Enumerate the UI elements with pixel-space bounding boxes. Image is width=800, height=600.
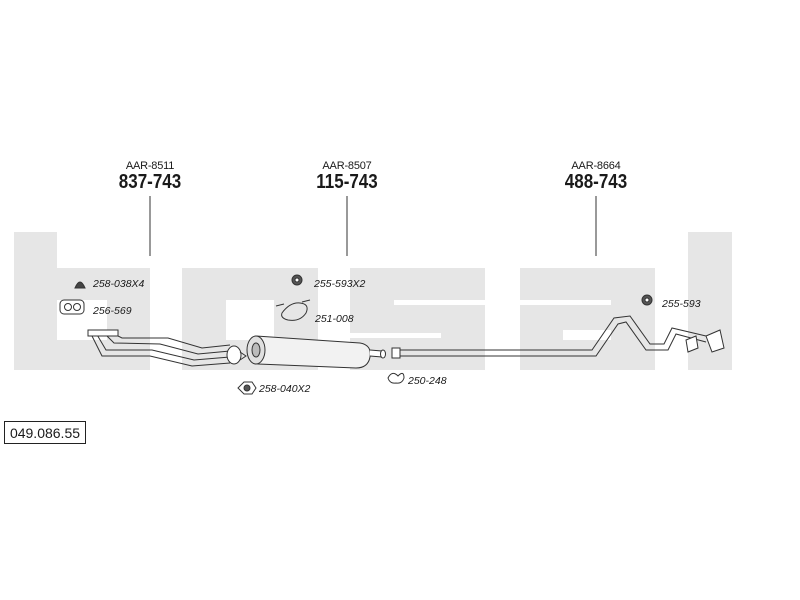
part-label: 256-569 (93, 305, 132, 317)
section-part-number: 488-743 (564, 171, 628, 193)
section-ref: AAR-8664 (571, 160, 621, 172)
part-label: 255-593X2 (314, 278, 366, 290)
diagram-number: 049.086.55 (4, 421, 86, 444)
watermark-logo (14, 232, 732, 370)
section-rear: AAR-8664 488-743 (526, 160, 666, 194)
rear-pipe (391, 315, 725, 359)
section-middle: AAR-8507 115-743 (277, 160, 417, 194)
part-label: 250-248 (408, 375, 447, 387)
section-part-number: 115-743 (316, 171, 378, 193)
section-front: AAR-8511 837-743 (80, 160, 220, 194)
part-label: 258-038X4 (93, 278, 145, 290)
gasket-icon (59, 281, 86, 315)
rubber-mount-icon (291, 274, 653, 306)
middle-silencer (246, 335, 386, 369)
part-label: 251-008 (315, 313, 354, 325)
section-part-number: 837-743 (118, 171, 182, 193)
section-ref: AAR-8507 (322, 160, 372, 172)
part-label: 255-593 (662, 298, 701, 310)
part-label: 258-040X2 (259, 383, 311, 395)
front-pipe (87, 329, 247, 367)
section-ref: AAR-8511 (125, 160, 175, 172)
nut-icon (237, 381, 257, 395)
clamp-icon (275, 299, 405, 384)
